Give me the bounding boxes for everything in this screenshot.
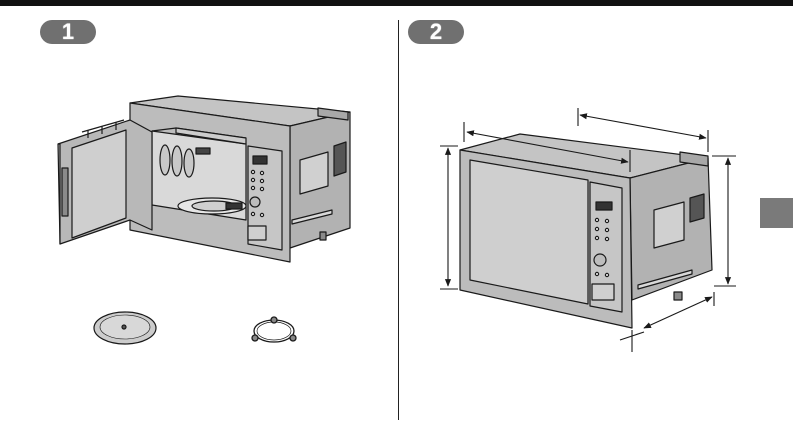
closed-microwave-illustration: [460, 134, 712, 328]
glass-turntable-illustration: [94, 312, 156, 344]
open-door-microwave-illustration: [58, 96, 350, 262]
roller-ring-illustration: [252, 317, 296, 342]
